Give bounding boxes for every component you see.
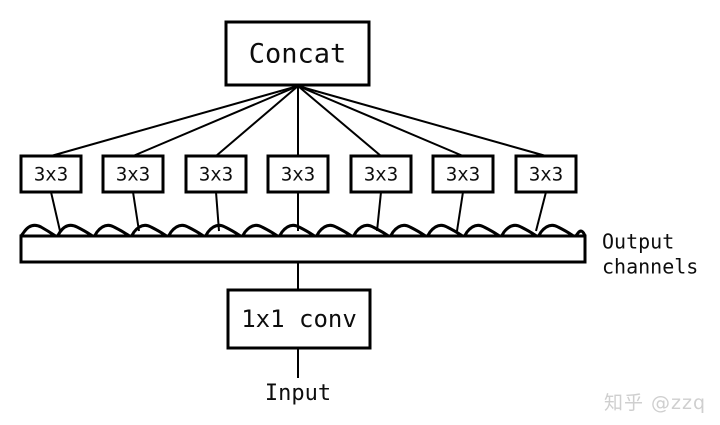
edge-kernel-5-to-channels	[376, 191, 382, 232]
kernel-box-1[interactable]	[19, 154, 83, 194]
kernel-box-5[interactable]	[349, 154, 413, 194]
concat-label: Concat	[249, 39, 347, 70]
edge-kernel-1-to-channels	[50, 191, 61, 232]
watermark: 知乎 @zzq	[603, 392, 706, 414]
kernel-box-1-label: 3x3	[34, 164, 68, 186]
edge-concat-to-kernel-6	[297, 85, 464, 157]
kernel-box-7[interactable]	[514, 154, 578, 194]
kernel-box-2[interactable]	[101, 154, 165, 194]
kernel-box-7-label: 3x3	[529, 164, 563, 186]
edge-kernel-2-to-channels	[132, 191, 140, 232]
kernel-box-6-label: 3x3	[446, 164, 480, 186]
output-channels-label-line2: channels	[602, 255, 698, 279]
kernel-box-6[interactable]	[431, 154, 495, 194]
conv-box[interactable]	[226, 288, 372, 350]
concat-box[interactable]	[224, 20, 371, 87]
output-channels-label-line1: Output	[602, 230, 674, 254]
kernel-box-4-label: 3x3	[281, 164, 315, 186]
kernel-box-2-label: 3x3	[116, 164, 150, 186]
edge-concat-to-kernel-1	[50, 85, 299, 157]
edge-concat-to-kernel-7	[297, 85, 547, 157]
kernel-box-3-label: 3x3	[199, 164, 233, 186]
kernel-box-3[interactable]	[184, 154, 248, 194]
edge-kernel-6-to-channels	[456, 191, 464, 232]
output-channels-bar	[19, 234, 587, 264]
edge-concat-to-kernel-2	[132, 85, 299, 157]
kernel-boxes: 3x3 3x3 3x3 3x3 3x3 3x3 3x3	[19, 154, 578, 194]
conv-box-label: 1x1 conv	[241, 305, 357, 333]
input-label: Input	[265, 381, 331, 406]
kernel-box-4[interactable]	[266, 154, 330, 194]
edge-concat-to-kernel-5	[297, 85, 382, 157]
kernel-box-5-label: 3x3	[364, 164, 398, 186]
concat-fanout-edges	[50, 85, 547, 157]
edge-kernel-7-to-channels	[535, 191, 547, 232]
kernel-to-channels-edges	[50, 191, 547, 232]
edge-concat-to-kernel-3	[215, 85, 299, 157]
